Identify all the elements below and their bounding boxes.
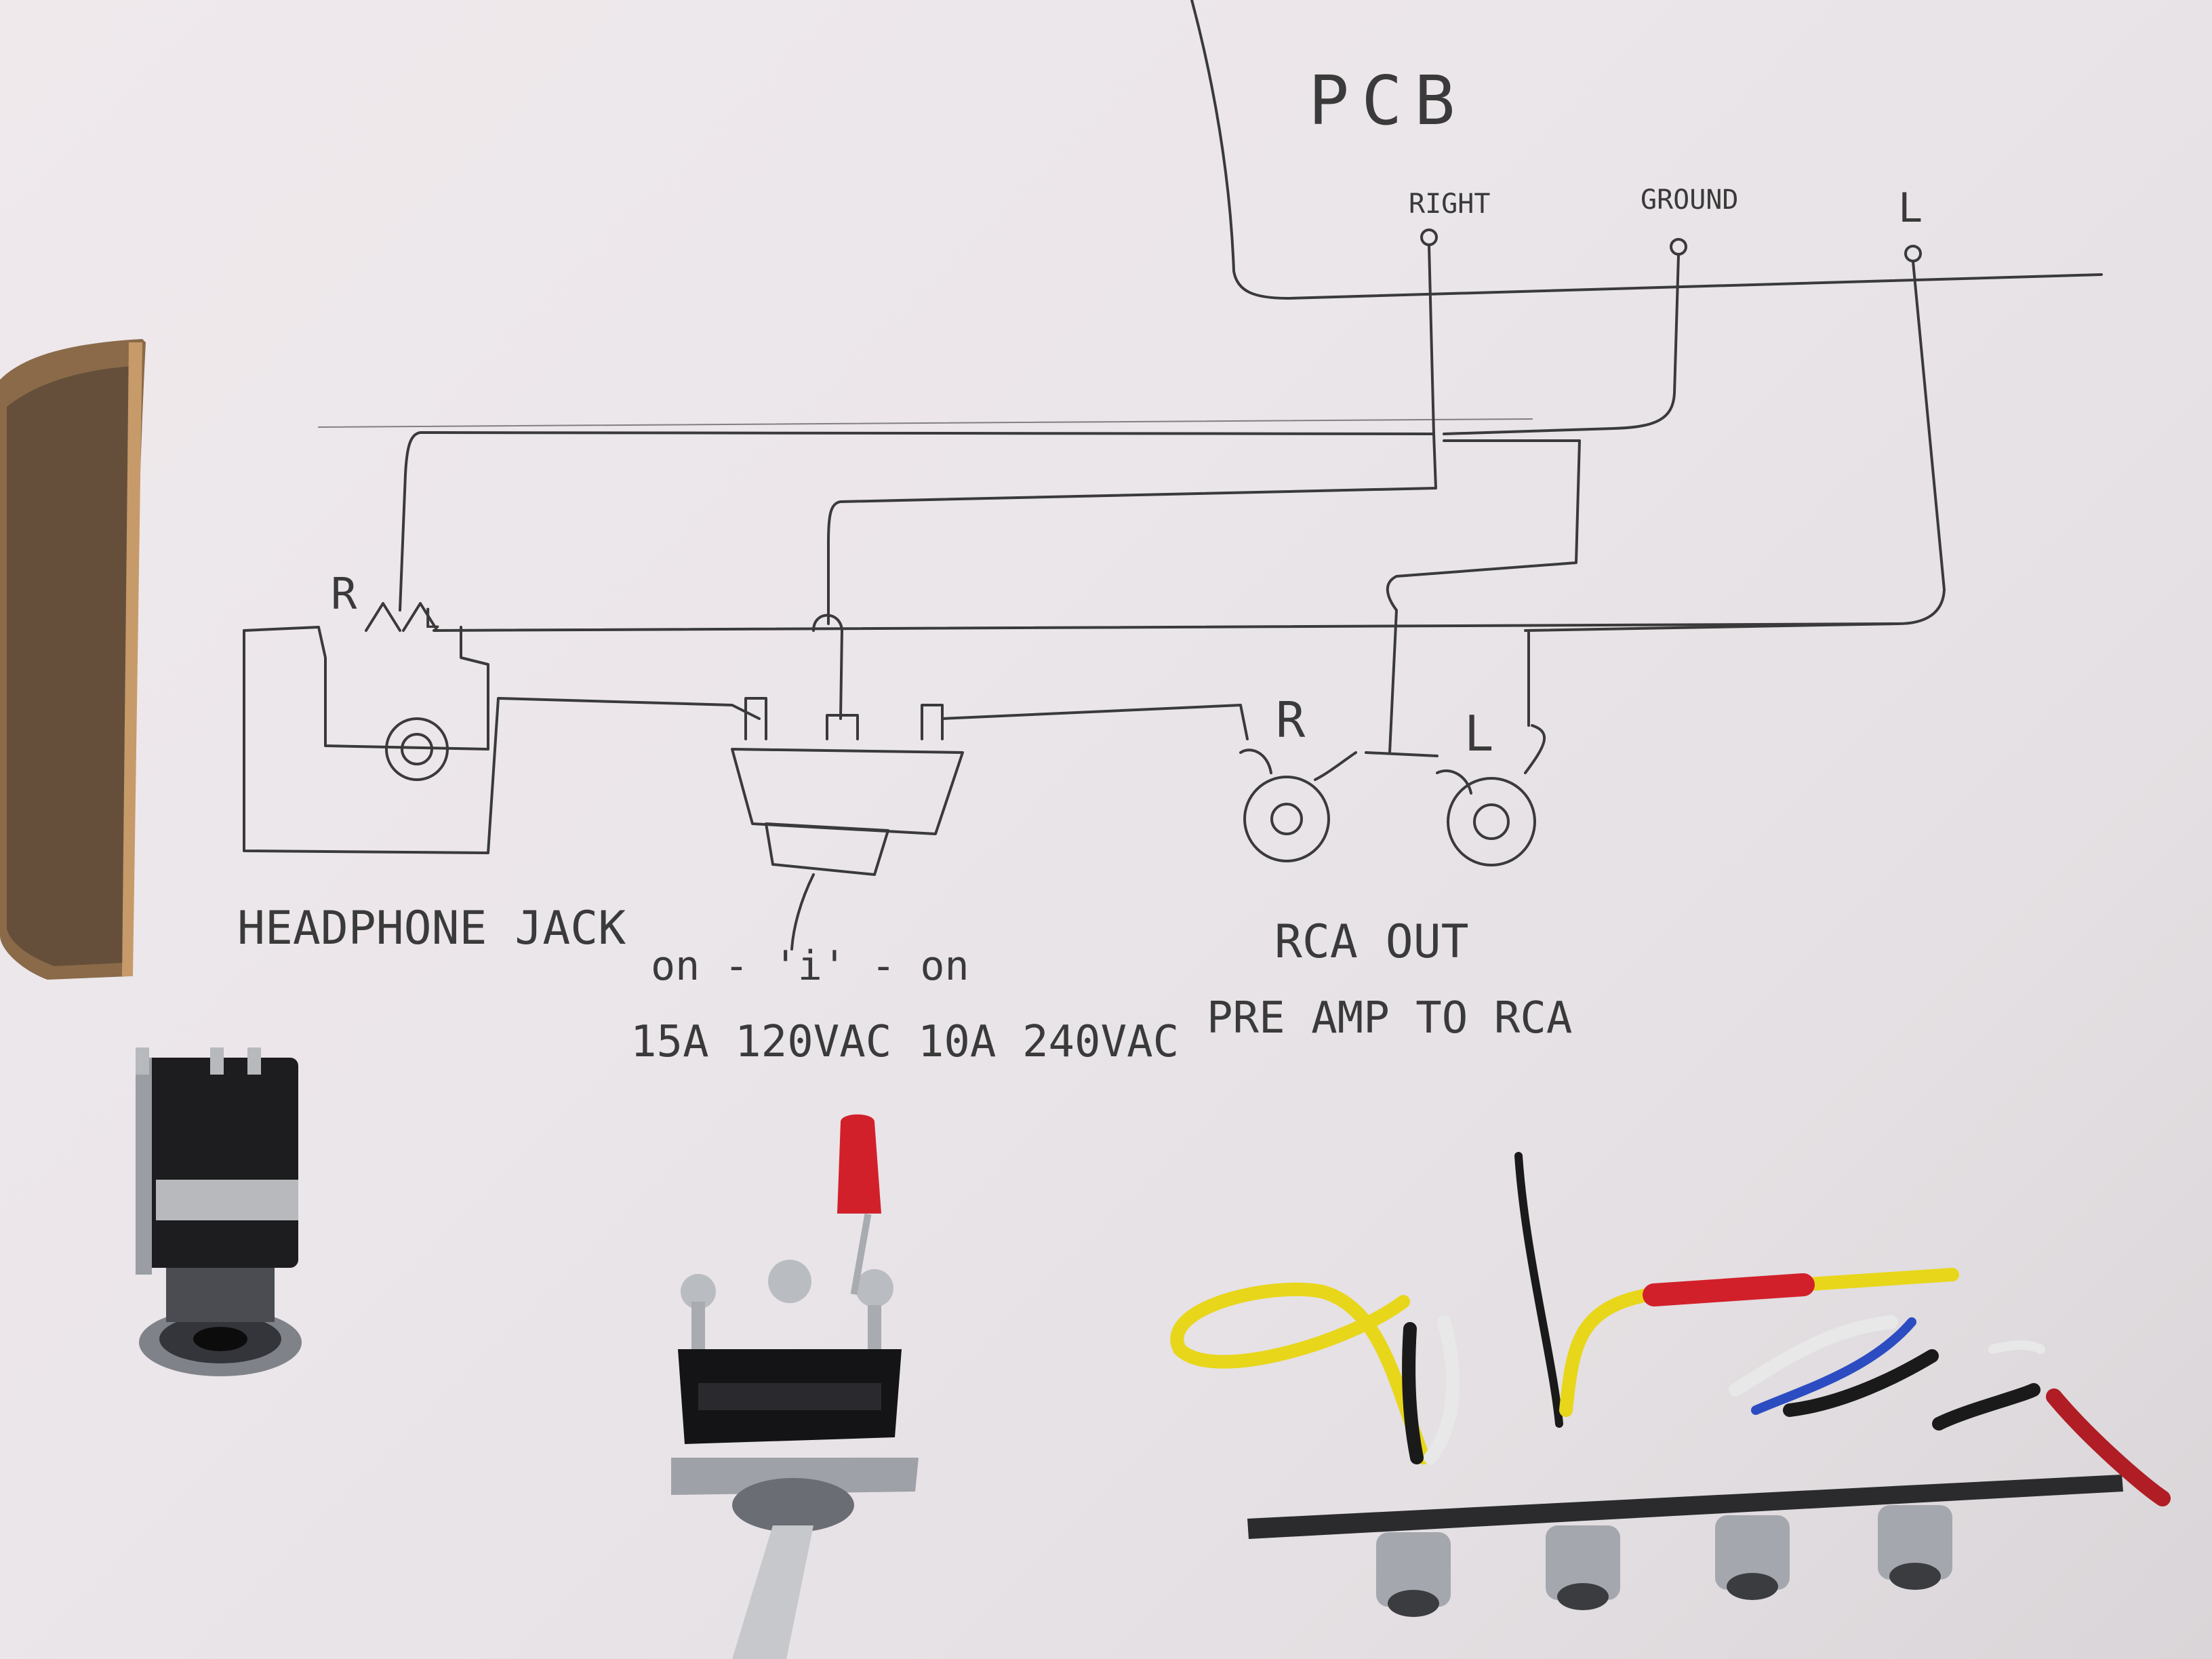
toggle-switch-neck xyxy=(765,822,889,876)
toggle-switch-mode-caption: on - 'i' - on xyxy=(651,942,969,990)
toggle-switch-center-hook xyxy=(812,614,843,720)
copper-plate-photo xyxy=(0,339,146,980)
toggle-switch-body xyxy=(731,748,964,835)
guide-line xyxy=(318,418,1533,428)
headphone-jack-photo xyxy=(136,1047,302,1376)
pcb-pin-signal-label: RIGHT xyxy=(1409,188,1491,220)
toggle-switch-lugs xyxy=(744,697,944,740)
toggle-switch-lever xyxy=(790,873,815,951)
rca-terminal-l-label: L xyxy=(1464,705,1494,762)
rca-right-jack xyxy=(1243,776,1330,862)
headphone-jack-socket xyxy=(385,717,449,781)
wire-signal xyxy=(399,244,1435,612)
wire-left xyxy=(1524,260,1946,632)
rca-left-lug xyxy=(1436,724,1546,795)
rca-out-caption: RCA OUT xyxy=(1274,915,1469,969)
rca-out-subcaption: PRE AMP TO RCA xyxy=(1207,993,1573,1043)
headphone-terminal-l-label: L xyxy=(424,603,441,635)
rca-jack-panel-photo xyxy=(1170,1152,2171,1617)
headphone-jack-frame xyxy=(243,629,761,854)
pcb-pin-ground-label: GROUND xyxy=(1641,184,1739,216)
wire-switch-right xyxy=(941,704,1249,740)
rca-right-lug xyxy=(1239,748,1357,781)
headphone-jack-caption: HEADPHONE JACK xyxy=(237,902,626,955)
headphone-jack-body xyxy=(243,626,489,751)
headphone-jack-tabs xyxy=(365,602,439,632)
toggle-switch-rating-caption: 15A 120VAC 10A 240VAC xyxy=(630,1017,1180,1067)
wire-rca-ground-bar xyxy=(1365,751,1439,757)
wire-signal-branch xyxy=(827,433,1437,625)
wire-ground xyxy=(1443,254,1680,435)
headphone-terminal-r-label: R xyxy=(331,569,357,620)
rca-terminal-r-label: R xyxy=(1276,692,1306,748)
pcb-pin-left-label: L xyxy=(1898,184,1923,232)
pcb-outline xyxy=(1190,0,2103,300)
wire-bus xyxy=(433,622,1899,632)
pcb-label: PCB xyxy=(1308,61,1468,140)
toggle-switch-photo xyxy=(671,1114,919,1659)
rca-left-jack xyxy=(1447,777,1536,866)
wire-ground-2 xyxy=(1386,439,1581,754)
